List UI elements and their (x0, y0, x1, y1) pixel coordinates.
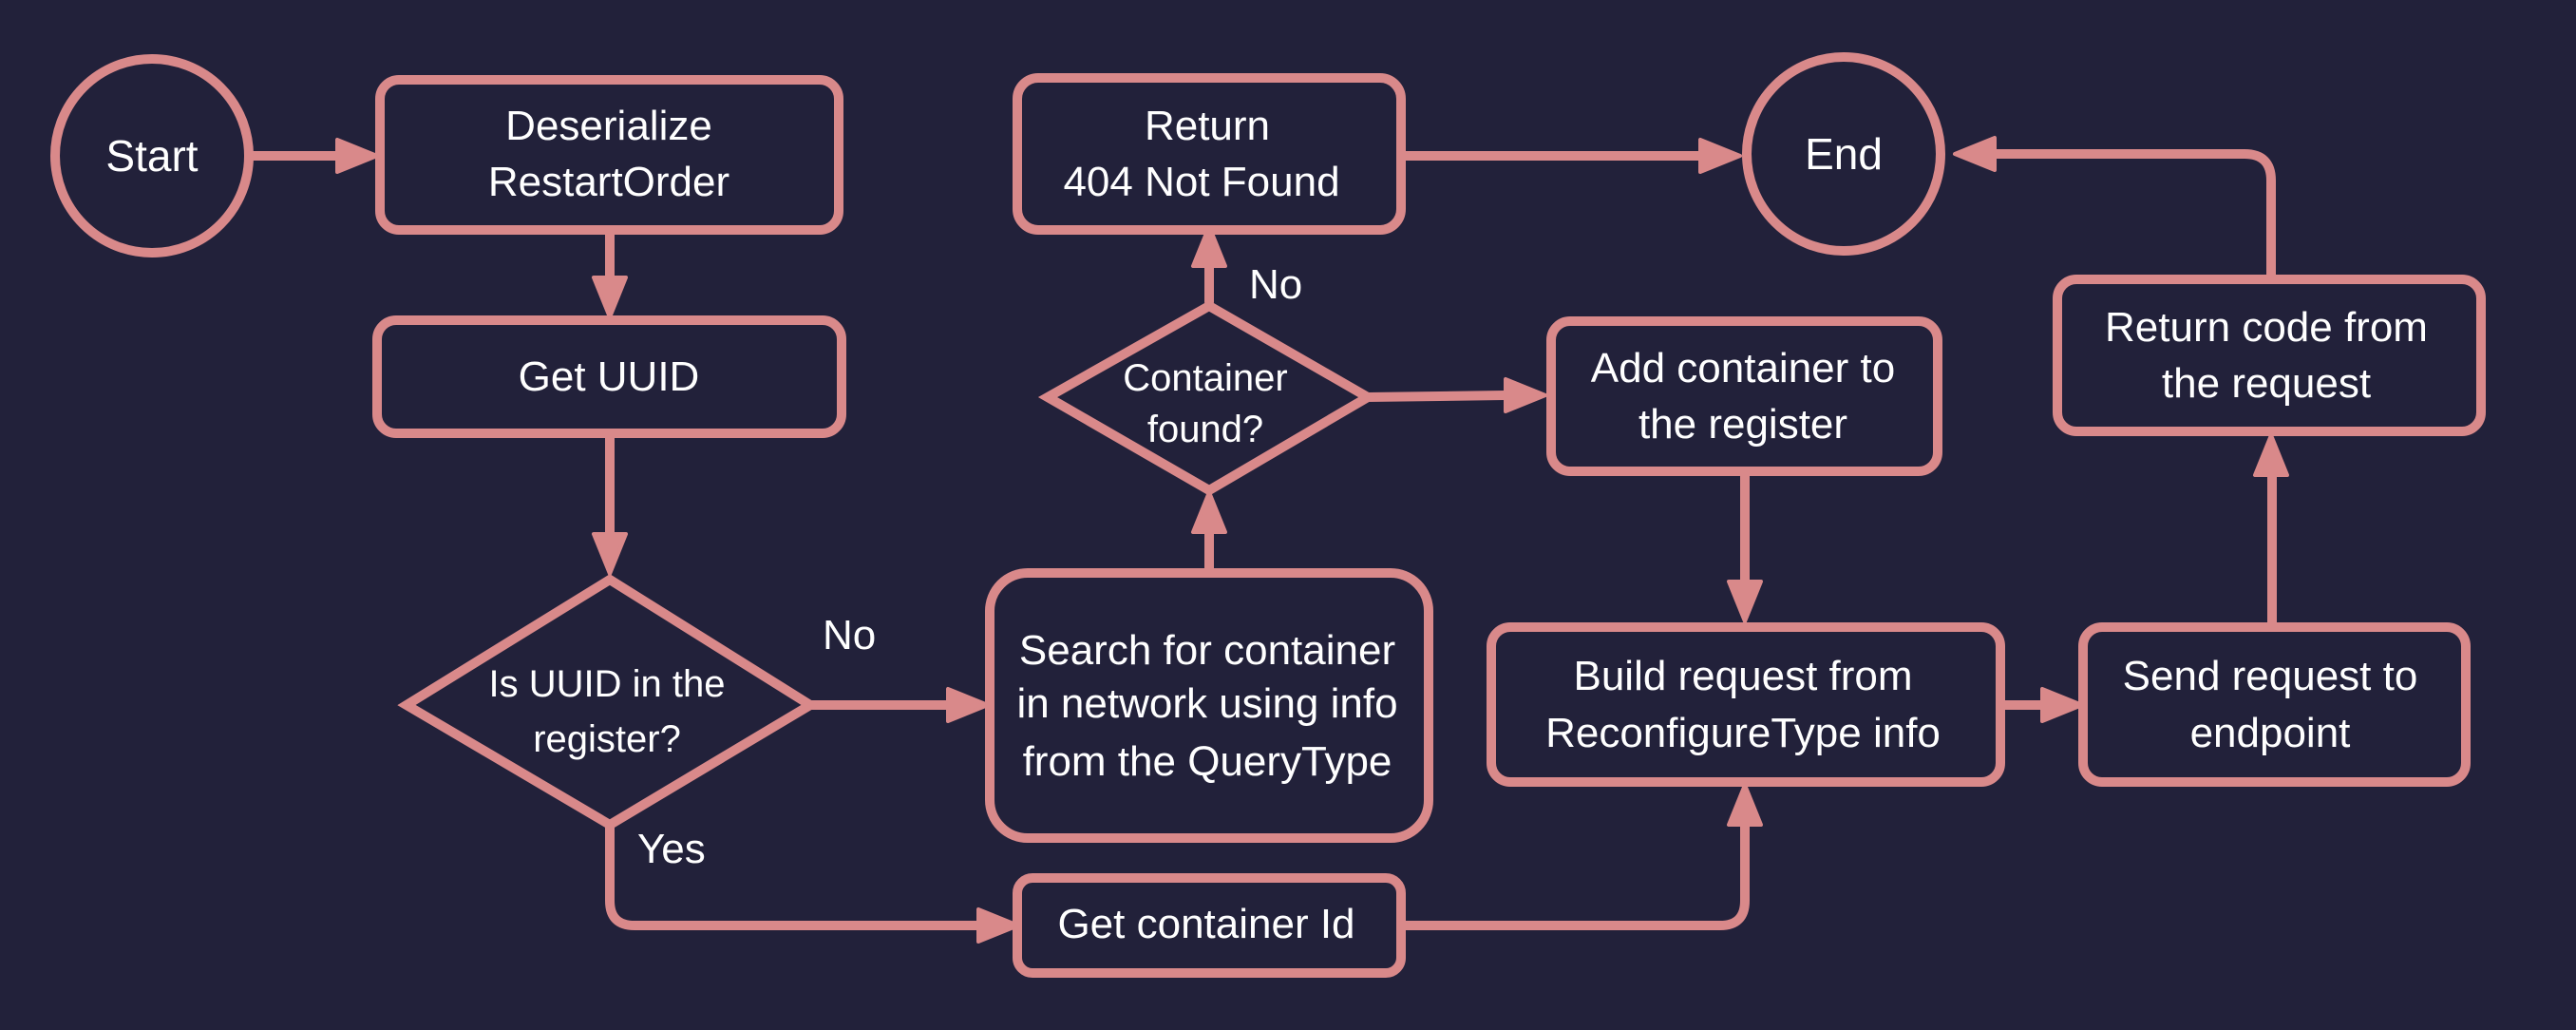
arrowhead (1727, 580, 1763, 623)
return-404-label-line-2: 404 Not Found (1063, 159, 1339, 205)
container-found-label-line-1: Container (1123, 357, 1287, 399)
send-request-label-line-1: Send request to (2123, 653, 2418, 699)
send-request-label-line-2: endpoint (2190, 710, 2351, 756)
start-node (50, 54, 254, 258)
build-request-label-line-1: Build request from (1573, 653, 1912, 699)
is-uuid-decision (397, 574, 820, 830)
return-code-node (2053, 275, 2486, 436)
arrowhead (1698, 138, 1742, 174)
search-label-line-1: Search for container (1019, 627, 1395, 674)
get-container-id-node (1013, 873, 1406, 978)
arrowhead (1504, 377, 1547, 413)
deserialize-label-line-1: Deserialize (505, 103, 712, 149)
container-found-label-line-2: found? (1147, 409, 1263, 450)
build-request-label-line-2: ReconfigureType info (1545, 710, 1941, 756)
deserialize-label-line-2: RestartOrder (488, 159, 729, 205)
return-code-label-line-2: the request (2162, 360, 2371, 407)
search-node (985, 568, 1433, 843)
is-uuid-label-line-1: Is UUID in the (489, 663, 726, 705)
edge-is-uuid-to-get-container-id (605, 820, 983, 930)
start-label: Start (105, 131, 198, 181)
search-label-line-2: in network using info (1016, 680, 1397, 727)
is-uuid-label-line-2: register? (533, 718, 681, 760)
arrowhead (2040, 687, 2084, 723)
deserialize-node (375, 75, 843, 235)
edge-get-container-id-to-build-request (1397, 820, 1750, 930)
found-no-label: No (1249, 261, 1302, 308)
edge-send-request-to-return-code (2266, 467, 2277, 628)
uuid-yes-label: Yes (637, 826, 706, 872)
arrowhead (335, 138, 379, 174)
return-code-label-line-1: Return code from (2105, 304, 2428, 351)
arrowhead (2253, 433, 2289, 477)
arrowhead (592, 532, 628, 576)
get-uuid-node (372, 315, 846, 438)
search-label-line-3: from the QueryType (1023, 738, 1392, 785)
end-label: End (1805, 129, 1883, 179)
send-request-node (2078, 622, 2471, 787)
add-container-node (1546, 316, 1942, 476)
add-container-label-line-2: the register (1638, 401, 1847, 448)
arrowhead (592, 276, 628, 319)
arrowhead (976, 907, 1020, 944)
arrowhead (1953, 136, 1997, 172)
arrowhead (946, 687, 990, 723)
return-404-node (1013, 73, 1406, 235)
build-request-node (1487, 622, 2005, 787)
add-container-label-line-1: Add container to (1591, 345, 1895, 391)
container-found-decision (1037, 300, 1377, 496)
return-404-label-line-1: Return (1145, 103, 1270, 149)
end-node (1742, 52, 1945, 256)
uuid-no-label: No (823, 612, 876, 658)
arrowhead (1727, 783, 1763, 827)
edge-return-code-to-end (1990, 149, 2276, 284)
get-uuid-label: Get UUID (519, 353, 700, 400)
arrowhead (1191, 490, 1227, 534)
arrowhead (1191, 224, 1227, 268)
get-container-id-label: Get container Id (1057, 901, 1354, 947)
edge-container-found-to-add-container (1363, 391, 1510, 402)
